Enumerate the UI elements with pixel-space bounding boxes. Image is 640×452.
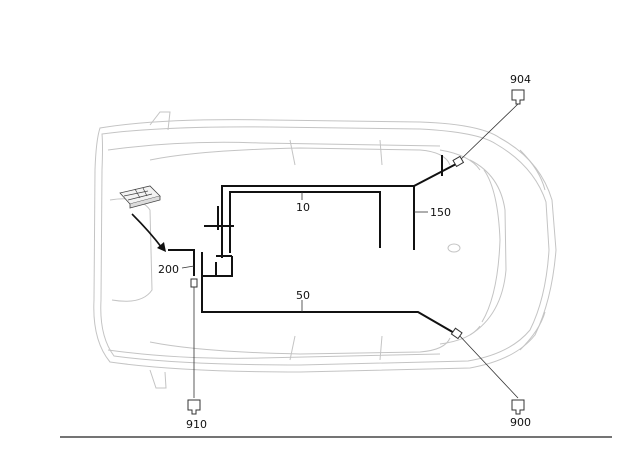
- car-body-outline: [93, 111, 557, 389]
- component-relay-illustration: [119, 185, 161, 209]
- label-connector-904: 904: [510, 73, 531, 86]
- connector-910-icon: [187, 399, 201, 415]
- label-connector-900: 900: [510, 416, 531, 429]
- label-connector-910: 910: [186, 418, 207, 431]
- label-harness-150: 150: [430, 206, 451, 219]
- harness-150: [413, 155, 459, 187]
- harness-10: [204, 185, 415, 258]
- callout-leaders: [181, 103, 519, 399]
- label-harness-50: 50: [296, 289, 310, 302]
- connector-904-icon: [511, 89, 525, 105]
- harness-50: [168, 249, 457, 335]
- connector-900-icon: [511, 399, 525, 415]
- label-harness-200: 200: [158, 263, 179, 276]
- inline-connectors: [190, 155, 465, 340]
- pointer-arrow: [131, 213, 166, 252]
- label-harness-10: 10: [296, 201, 310, 214]
